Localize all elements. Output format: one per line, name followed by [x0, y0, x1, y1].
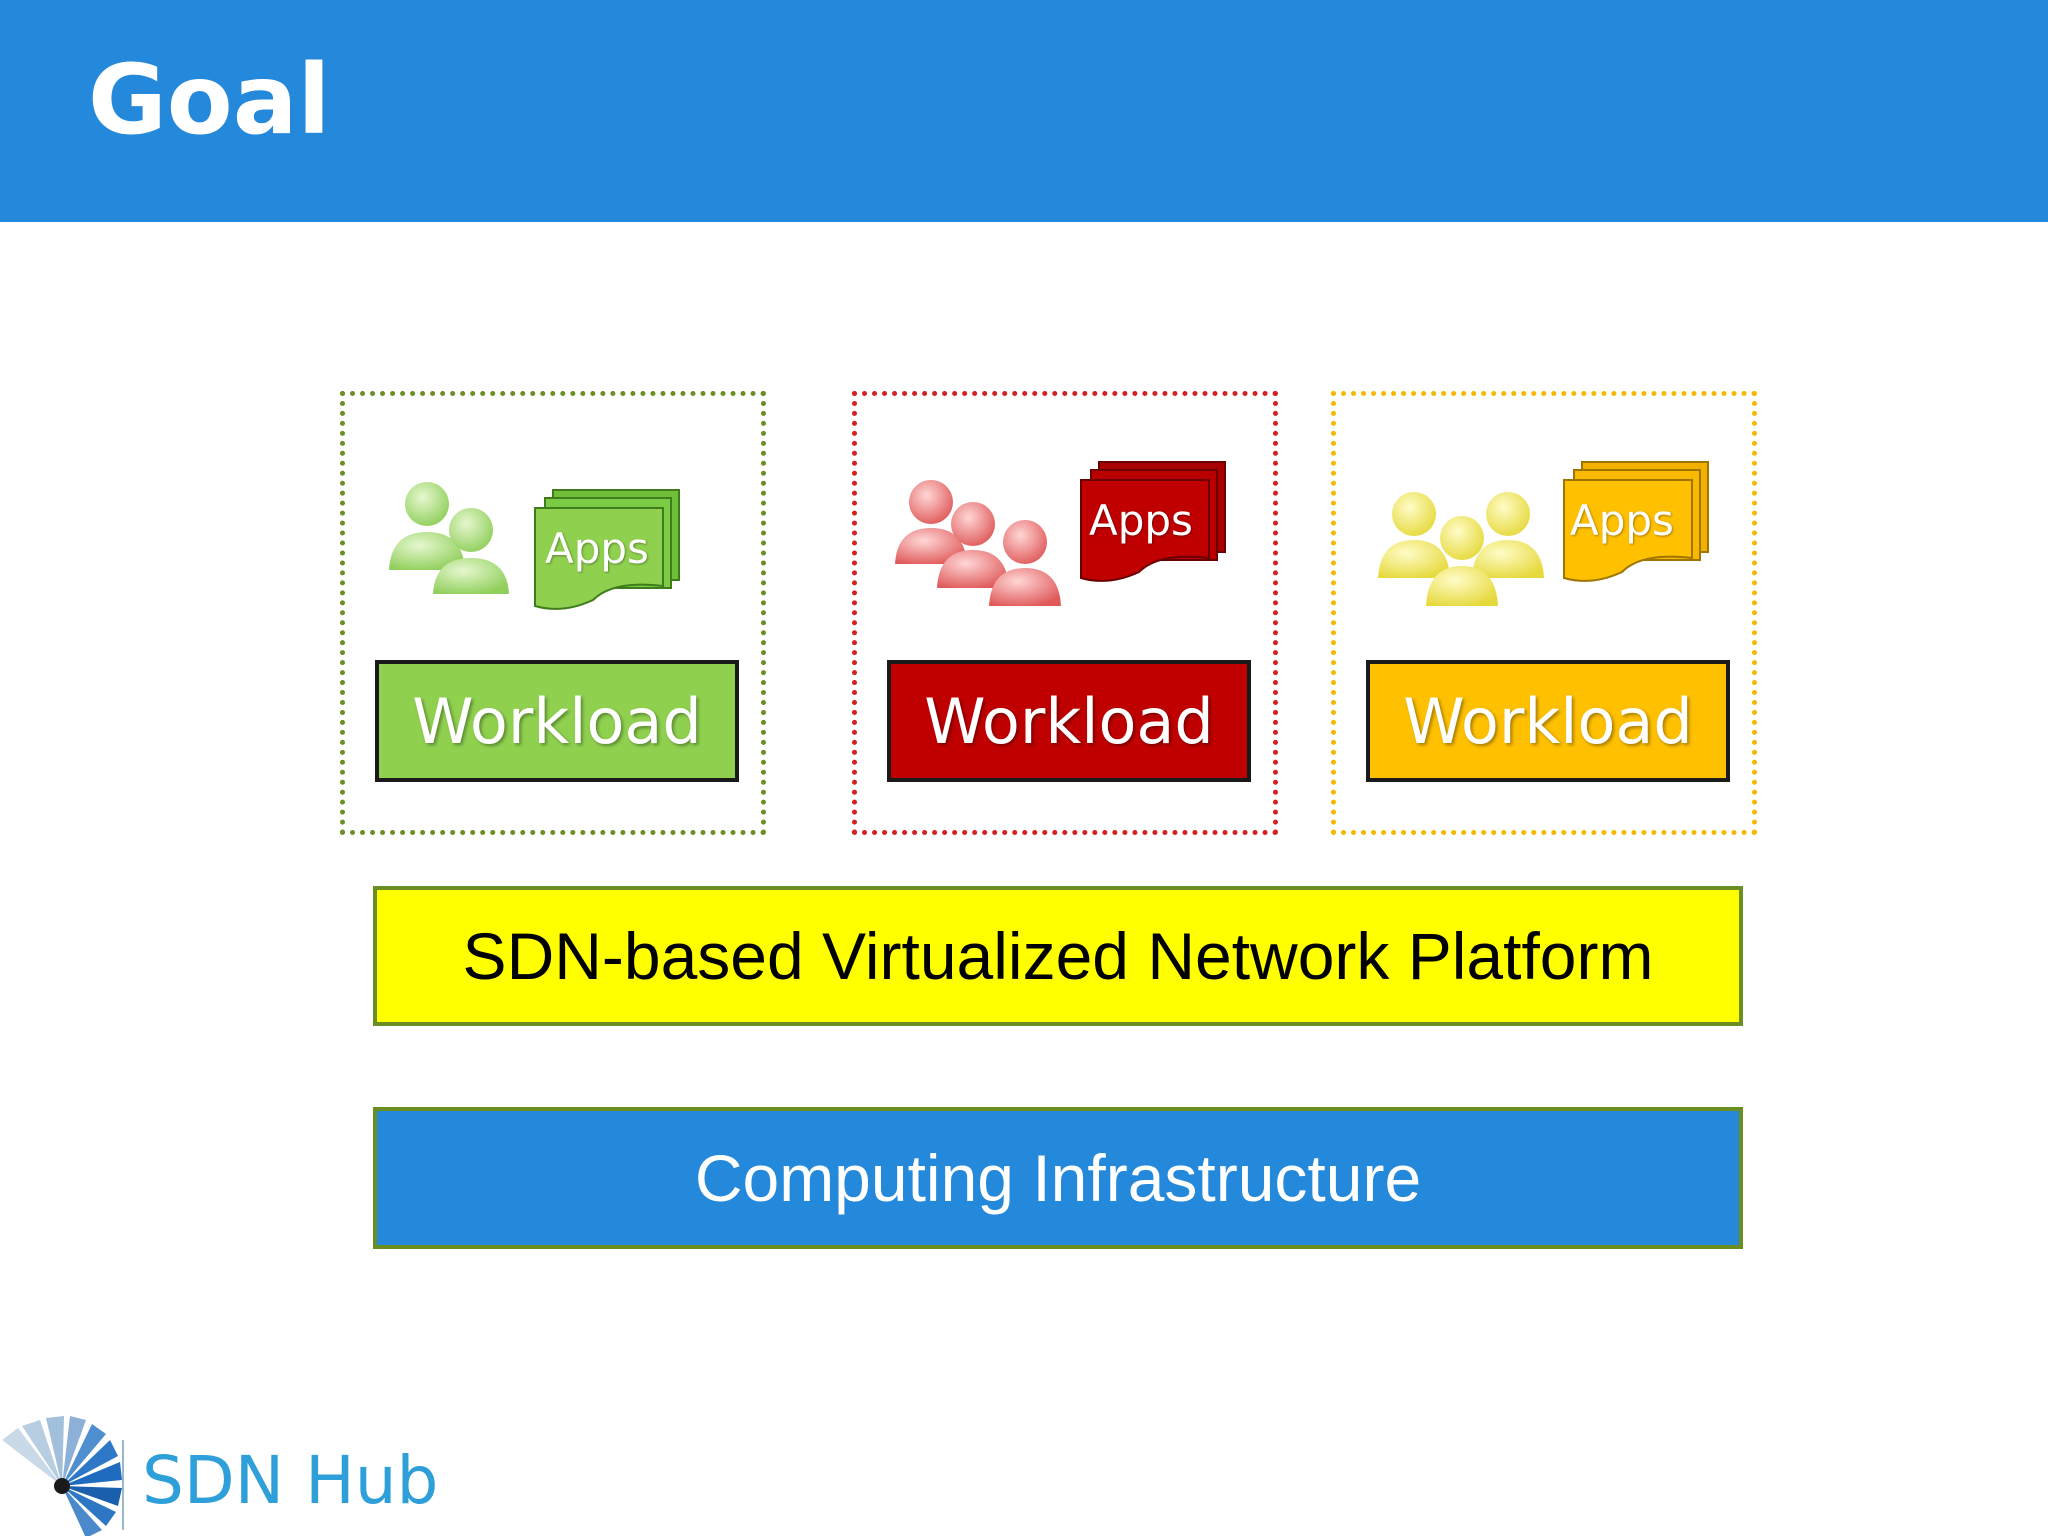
users-icon: [389, 482, 509, 594]
apps-label: Apps: [1089, 496, 1193, 545]
logo-text: SDN Hub: [142, 1442, 439, 1519]
workload-group-red: Apps Workload: [852, 391, 1278, 835]
apps-icon: [1080, 461, 1226, 582]
users-icon: [1378, 492, 1544, 606]
apps-icon: [1563, 461, 1709, 582]
logo-divider: [122, 1440, 124, 1530]
workload-group-green: Apps Workload: [340, 391, 766, 835]
workload-box: Workload: [1366, 660, 1730, 782]
slide-title: Goal: [88, 44, 331, 156]
sdn-platform-box: SDN-based Virtualized Network Platform: [373, 886, 1743, 1026]
sdn-hub-logo-icon: [2, 1416, 122, 1536]
computing-infrastructure-box: Computing Infrastructure: [373, 1107, 1743, 1249]
users-icon: [895, 480, 1061, 606]
title-bar: Goal: [0, 0, 2048, 222]
workload-box: Workload: [375, 660, 739, 782]
apps-label: Apps: [1570, 496, 1674, 545]
workload-box: Workload: [887, 660, 1251, 782]
apps-icon: [534, 489, 680, 610]
apps-label: Apps: [545, 524, 649, 573]
workload-group-yellow: Apps Workload: [1331, 391, 1757, 835]
